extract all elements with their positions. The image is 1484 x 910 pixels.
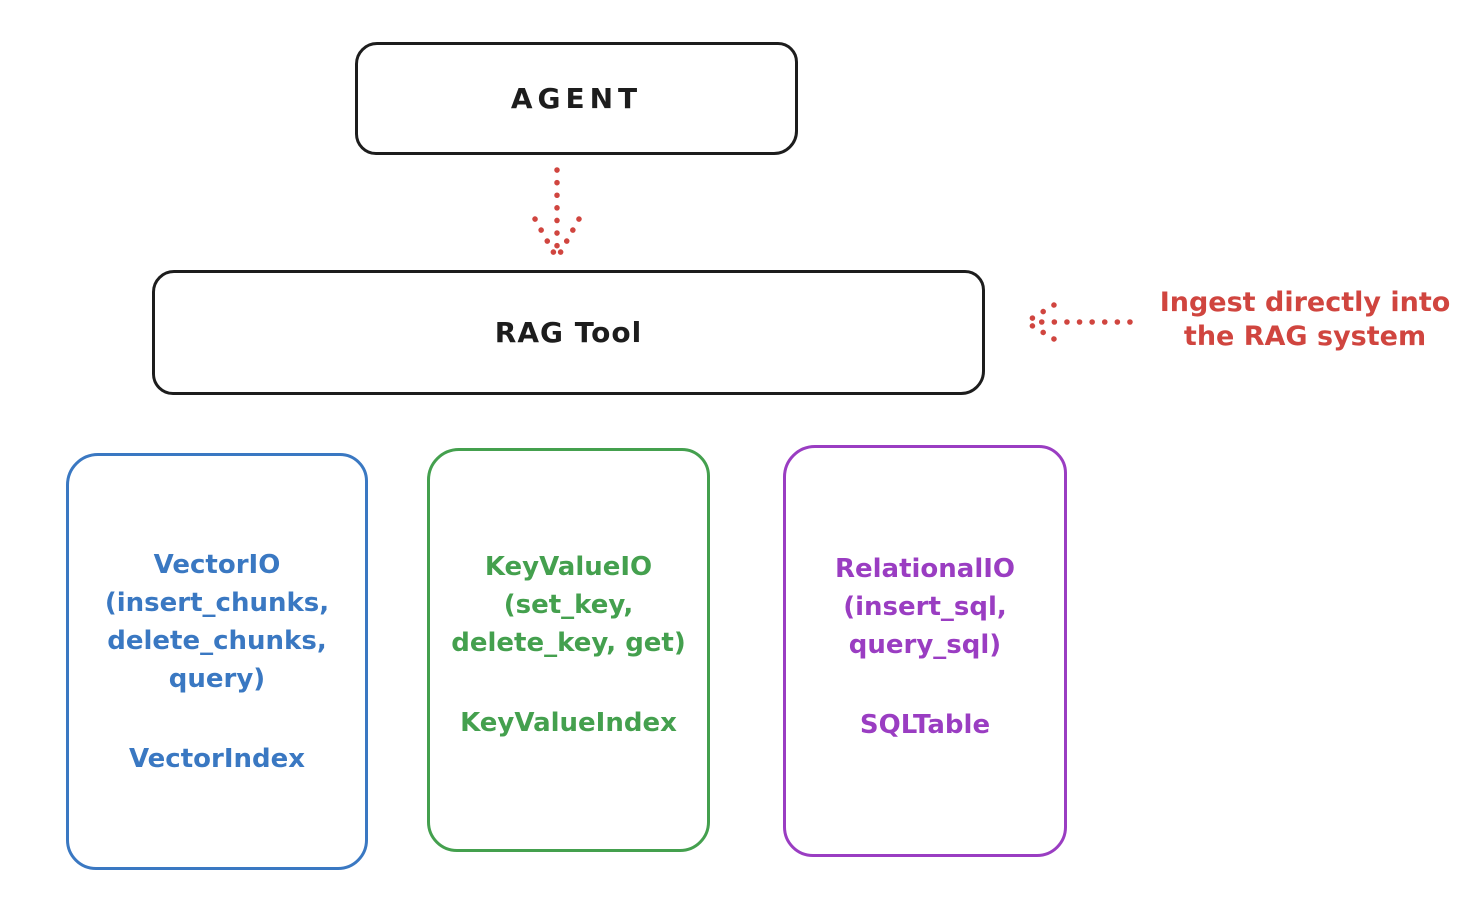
- rag-tool-box: RAG Tool: [152, 270, 985, 395]
- card-io-line: (insert_sql,: [843, 592, 1007, 622]
- agent-to-rag-arrow: [532, 167, 582, 258]
- card-io-line: (set_key,: [503, 590, 634, 620]
- card-index-label: VectorIndex: [128, 744, 306, 774]
- card-index-label: SQLTable: [859, 710, 991, 740]
- ingest-annotation-line2: the RAG system: [1183, 321, 1427, 352]
- card-io-line: query_sql): [848, 630, 1002, 660]
- vector-io-card: VectorIO (insert_chunks, delete_chunks, …: [66, 453, 368, 870]
- card-io-line: query): [168, 664, 266, 694]
- rag-tool-box-label: RAG Tool: [494, 316, 643, 349]
- card-index-label: KeyValueIndex: [460, 708, 677, 738]
- ingest-annotation: Ingest directly into the RAG system: [1140, 286, 1470, 354]
- card-io-line: RelationalIO: [834, 554, 1016, 584]
- relational-io-card: RelationalIO (insert_sql, query_sql) SQL…: [783, 445, 1067, 857]
- keyvalue-io-card: KeyValueIO (set_key, delete_key, get) Ke…: [427, 448, 710, 852]
- card-io-line: (insert_chunks,: [104, 588, 330, 618]
- card-io-line: delete_chunks,: [107, 626, 327, 656]
- agent-box: AGENT: [355, 42, 798, 155]
- card-io-line: KeyValueIO: [484, 552, 653, 582]
- ingest-into-rag-arrow: [1023, 302, 1133, 342]
- card-io-line: delete_key, get): [451, 628, 686, 658]
- card-io-line: VectorIO: [153, 550, 281, 580]
- ingest-annotation-line1: Ingest directly into: [1159, 287, 1451, 318]
- agent-box-label: AGENT: [510, 82, 643, 115]
